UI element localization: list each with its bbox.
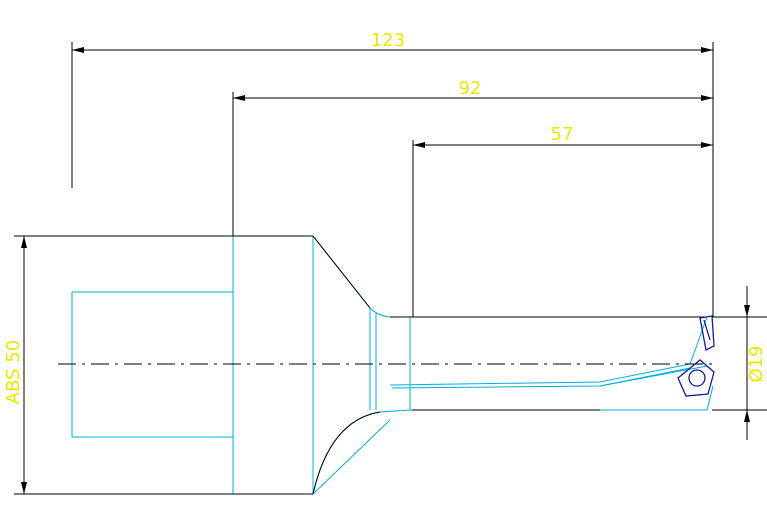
- dimension-labels: 123 92 57 ABS 50 Ø19: [3, 30, 767, 404]
- body-taper: [312, 235, 391, 318]
- dim-label-overall: 123: [371, 30, 405, 51]
- insert-screw-icon: [688, 369, 706, 387]
- dim-label-body: 92: [459, 78, 482, 99]
- cutting-insert: [677, 315, 715, 397]
- dim-label-drill: 57: [551, 124, 574, 145]
- dimension-lines: [14, 42, 767, 495]
- tool-edges: [24, 235, 707, 495]
- dim-label-shank: ABS 50: [3, 340, 24, 404]
- tool-body: [24, 235, 714, 495]
- shank-inner-pocket: [72, 236, 234, 293]
- dim-label-drill-diameter: Ø19: [746, 345, 767, 382]
